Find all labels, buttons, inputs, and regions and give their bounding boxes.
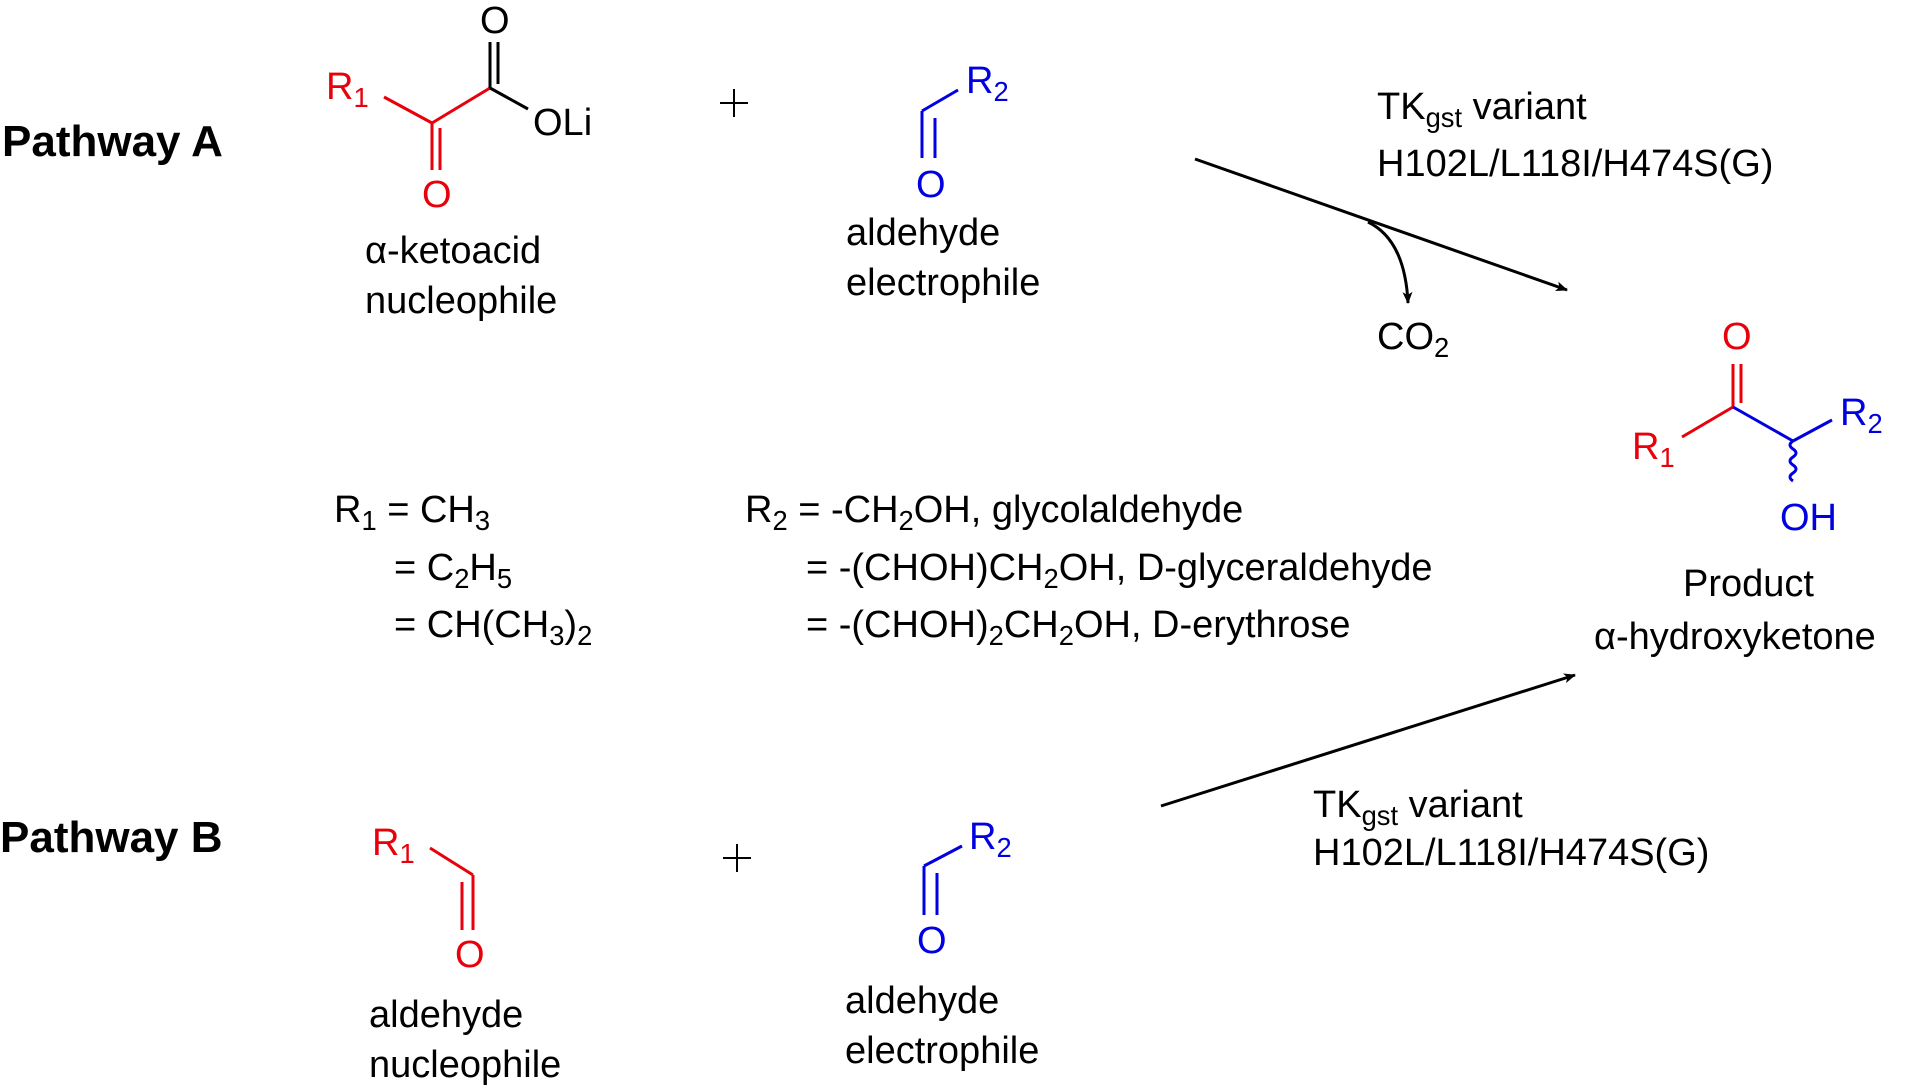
aldehyde-b-electrophile-caption-1: aldehyde — [845, 980, 1000, 1022]
ketoacid-r1: R1 — [326, 66, 369, 114]
r2-definition-row-1: R2 = -CH2OH, glycolaldehyde — [745, 489, 1244, 537]
aldehyde-b-nucleophile-caption-1: aldehyde — [369, 994, 524, 1036]
product-structure — [1681, 364, 1833, 483]
aldehyde-a-structure — [920, 88, 959, 158]
ketoacid-structure — [383, 42, 529, 170]
aldehyde-b-electrophile-caption-2: electrophile — [845, 1030, 1040, 1072]
r1-definition-row-3: = CH(CH3)2 — [394, 604, 593, 652]
aldehyde-a-r2: R2 — [966, 60, 1009, 108]
ketoacid-caption-2: nucleophile — [365, 280, 558, 322]
product-r1: R1 — [1632, 426, 1675, 474]
aldehyde-b-nucleophile-structure — [429, 846, 475, 930]
r1-definition-row-1: R1 = CH3 — [334, 489, 491, 537]
plus-signs — [720, 89, 751, 872]
bond-r1-carbonyl — [383, 95, 433, 125]
aldehyde-b-electrophile-structure — [922, 844, 963, 915]
catalyst-a-name: TKgst variant — [1377, 86, 1587, 134]
aldehyde-b-nucleophile-r1: R1 — [372, 822, 415, 870]
product-hydroxyl: OH — [1780, 497, 1837, 539]
co2-byproduct: CO2 — [1377, 316, 1450, 364]
product-caption-1: Product — [1683, 563, 1814, 605]
aldehyde-b-nucleophile-oxygen: O — [455, 934, 485, 976]
pathway-a-label: Pathway A — [2, 117, 223, 166]
r2-definition-row-2: = -(CHOH)CH2OH, D-glyceraldehyde — [806, 547, 1433, 595]
ketoacid-caption-1: α-ketoacid — [365, 230, 542, 272]
arrow-pathway-b — [1160, 673, 1576, 808]
product-oxygen: O — [1722, 316, 1752, 358]
catalyst-a-mutations: H102L/L118I/H474S(G) — [1377, 143, 1774, 185]
r2-definition-row-3: = -(CHOH)2CH2OH, D-erythrose — [806, 604, 1351, 652]
aldehyde-a-caption-1: aldehyde — [846, 212, 1001, 254]
ketoacid-oli: OLi — [533, 102, 593, 144]
aldehyde-a-oxygen: O — [916, 164, 946, 206]
ketoacid-keto-oxygen: O — [422, 174, 452, 216]
r1-definition-row-2: = C2H5 — [394, 547, 513, 595]
catalyst-b-mutations: H102L/L118I/H474S(G) — [1313, 832, 1710, 874]
wavy-stereo-bond — [1788, 439, 1798, 483]
pathway-b-label: Pathway B — [0, 813, 223, 862]
bond-carbonyl-carboxyl — [431, 86, 491, 125]
aldehyde-b-nucleophile-caption-2: nucleophile — [369, 1044, 562, 1086]
product-caption-2: α-hydroxyketone — [1594, 616, 1876, 658]
ketoacid-acid-oxygen: O — [480, 0, 510, 42]
bond-carboxyl-oli — [489, 86, 529, 111]
arrow-co2-release — [1367, 220, 1413, 304]
catalyst-b-name: TKgst variant — [1313, 784, 1523, 832]
aldehyde-a-caption-2: electrophile — [846, 262, 1041, 304]
aldehyde-b-electrophile-oxygen: O — [917, 920, 947, 962]
arrow-pathway-a — [1194, 157, 1568, 292]
aldehyde-b-electrophile-r2: R2 — [969, 816, 1012, 864]
product-r2: R2 — [1840, 392, 1883, 440]
